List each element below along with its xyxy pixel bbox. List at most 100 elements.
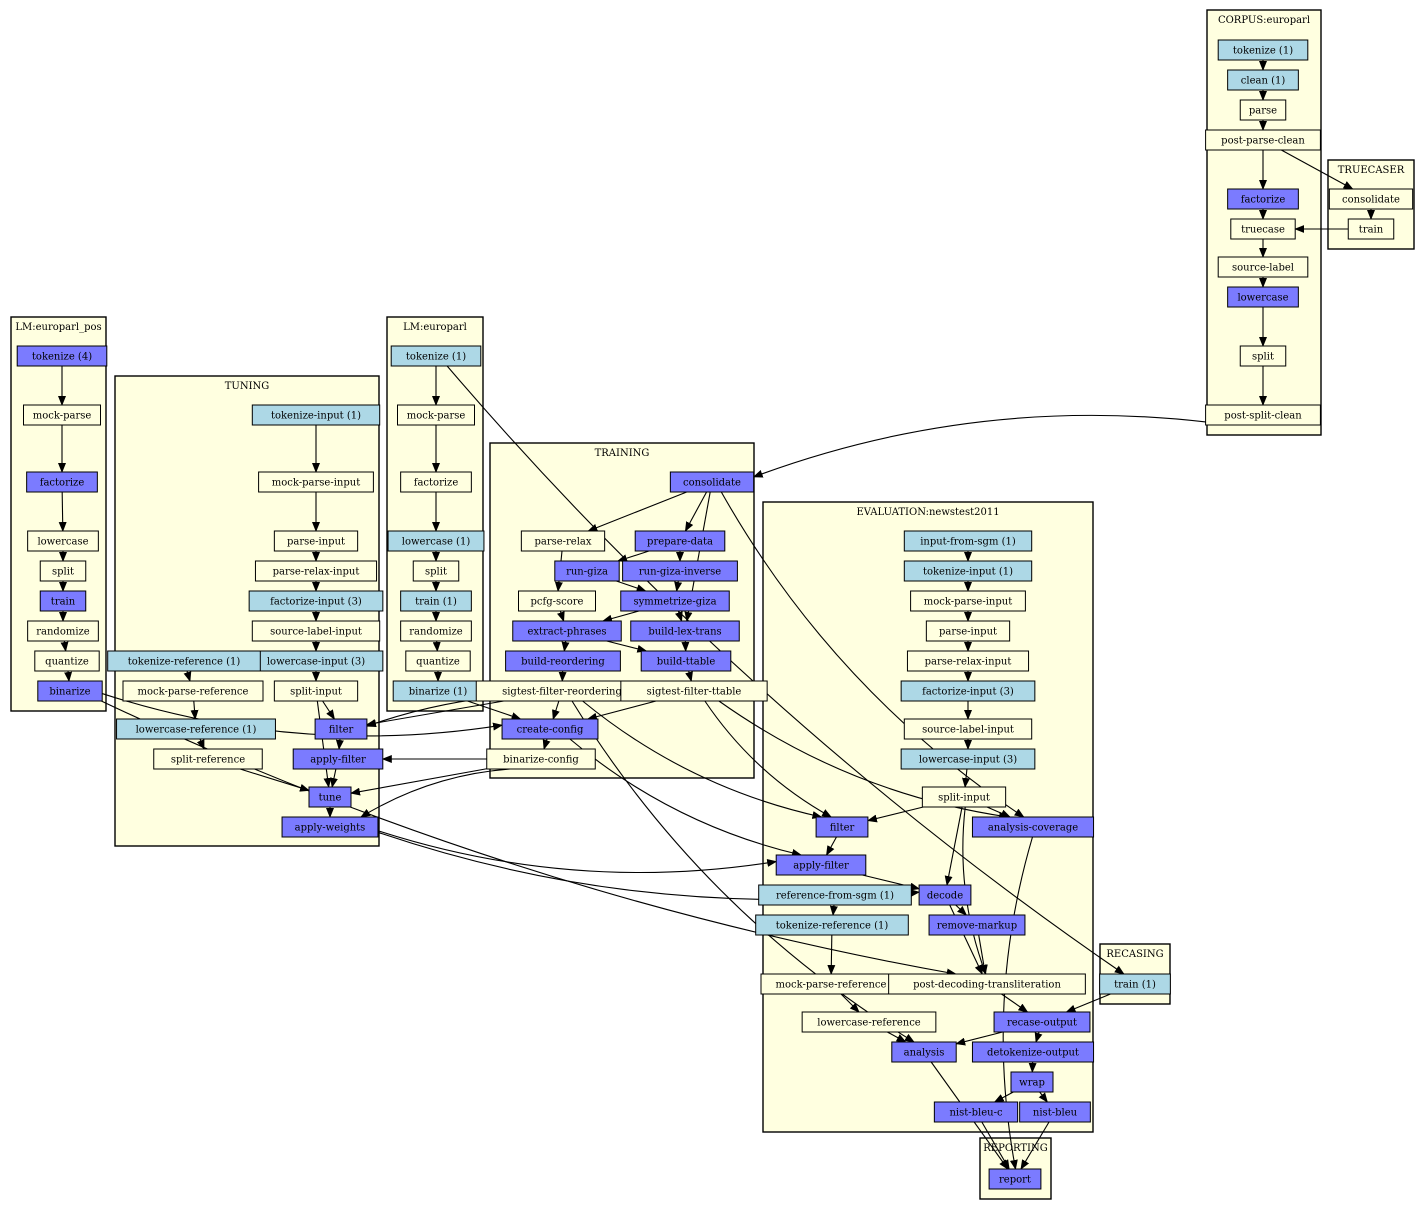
- node-u-srcin[interactable]: source-label-input: [251, 620, 381, 642]
- node-l-split[interactable]: split: [412, 560, 460, 582]
- edge-e-splitin-to-e-filter: [866, 806, 924, 823]
- node-t-train[interactable]: train: [1347, 218, 1395, 240]
- node-r-pcfg[interactable]: pcfg-score: [518, 590, 596, 612]
- node-e-mockref[interactable]: mock-parse-reference: [760, 973, 902, 995]
- node-u-factin[interactable]: factorize-input (3): [248, 590, 384, 612]
- node-e-detok[interactable]: detokenize-output: [971, 1041, 1095, 1063]
- node-p-fact[interactable]: factorize: [26, 471, 98, 493]
- node-c-ppc[interactable]: post-parse-clean: [1205, 129, 1321, 151]
- node-e-nistc[interactable]: nist-bleu-c: [933, 1101, 1019, 1123]
- node-u-splitref[interactable]: split-reference: [153, 748, 263, 770]
- edge-line: [720, 491, 1025, 818]
- node-p-train[interactable]: train: [39, 590, 87, 612]
- node-l-bin[interactable]: binarize (1): [392, 680, 484, 702]
- node-u-mockin[interactable]: mock-parse-input: [258, 471, 374, 493]
- node-box: [273, 680, 359, 702]
- edge-r-cons-to-e-cov: [720, 491, 1025, 818]
- node-label: mock-parse-reference: [776, 980, 887, 991]
- node-u-prin[interactable]: parse-relax-input: [254, 560, 378, 582]
- node-r-sft[interactable]: sigtest-filter-ttable: [620, 680, 768, 702]
- node-p-split[interactable]: split: [39, 560, 87, 582]
- node-t-cons[interactable]: consolidate: [1328, 188, 1414, 210]
- node-p-quant[interactable]: quantize: [34, 650, 100, 672]
- node-l-mock[interactable]: mock-parse: [397, 404, 475, 426]
- node-l-train[interactable]: train (1): [400, 590, 472, 612]
- node-u-applyw[interactable]: apply-weights: [281, 816, 379, 838]
- node-l-lower[interactable]: lowercase (1): [387, 530, 485, 552]
- edge-u-lowref-to-u-splitref: [196, 738, 205, 750]
- node-e-factin[interactable]: factorize-input (3): [900, 680, 1036, 702]
- node-r-gizainv[interactable]: run-giza-inverse: [622, 560, 738, 582]
- node-label: build-lex-trans: [648, 627, 721, 638]
- node-r-reord[interactable]: build-reordering: [505, 650, 621, 672]
- node-e-nist[interactable]: nist-bleu: [1019, 1101, 1091, 1123]
- node-u-tune[interactable]: tune: [308, 786, 352, 808]
- node-u-tokref[interactable]: tokenize-reference (1): [107, 650, 261, 672]
- node-u-mockref[interactable]: mock-parse-reference: [122, 680, 264, 702]
- node-r-ttable[interactable]: build-ttable: [640, 650, 732, 672]
- node-e-prin[interactable]: parse-relax-input: [906, 650, 1030, 672]
- node-label: train: [51, 597, 76, 608]
- node-e-refsgm[interactable]: reference-from-sgm (1): [758, 884, 912, 906]
- node-c-tok[interactable]: tokenize (1): [1217, 39, 1309, 61]
- node-box: [486, 748, 596, 770]
- node-r-lex[interactable]: build-lex-trans: [630, 620, 740, 642]
- node-l-fact[interactable]: factorize: [400, 471, 472, 493]
- node-e-lowref[interactable]: lowercase-reference: [801, 1011, 937, 1033]
- node-u-splitin[interactable]: split-input: [273, 680, 359, 702]
- node-e-filter[interactable]: filter: [815, 816, 869, 838]
- node-rp-report[interactable]: report: [988, 1168, 1042, 1190]
- node-e-recase[interactable]: recase-output: [993, 1011, 1091, 1033]
- node-l-tok[interactable]: tokenize (1): [390, 345, 482, 367]
- node-c-psc[interactable]: post-split-clean: [1205, 404, 1321, 426]
- node-c-true[interactable]: truecase: [1230, 218, 1296, 240]
- node-e-srcin[interactable]: source-label-input: [903, 718, 1033, 740]
- node-e-lowin[interactable]: lowercase-input (3): [900, 748, 1036, 770]
- node-e-applyf[interactable]: apply-filter: [775, 854, 867, 876]
- node-p-rand[interactable]: randomize: [27, 620, 99, 642]
- node-r-prep[interactable]: prepare-data: [634, 530, 726, 552]
- node-label: parse-input: [939, 627, 997, 638]
- node-l-quant[interactable]: quantize: [405, 650, 471, 672]
- node-u-tokin[interactable]: tokenize-input (1): [251, 404, 381, 426]
- edge-e-lowref-to-e-analysis: [887, 1031, 907, 1043]
- node-e-pdt[interactable]: post-decoding-transliteration: [888, 973, 1086, 995]
- node-e-wrap[interactable]: wrap: [1010, 1071, 1054, 1093]
- node-c-lower[interactable]: lowercase: [1227, 286, 1299, 308]
- node-u-applyf[interactable]: apply-filter: [292, 748, 384, 770]
- node-r-binconf[interactable]: binarize-config: [486, 748, 596, 770]
- node-r-config[interactable]: create-config: [501, 718, 599, 740]
- node-c-fact[interactable]: factorize: [1227, 188, 1299, 210]
- node-e-splitin[interactable]: split-input: [921, 786, 1007, 808]
- node-e-analysis[interactable]: analysis: [891, 1041, 957, 1063]
- node-r-cons[interactable]: consolidate: [669, 471, 755, 493]
- node-p-lower[interactable]: lowercase: [27, 530, 99, 552]
- node-p-mock[interactable]: mock-parse: [23, 404, 101, 426]
- node-c-split[interactable]: split: [1239, 345, 1287, 367]
- node-e-rmk[interactable]: remove-markup: [928, 914, 1026, 936]
- edge-line: [840, 993, 860, 1013]
- node-r-giza[interactable]: run-giza: [554, 560, 620, 582]
- node-r-prelax[interactable]: parse-relax: [520, 530, 606, 552]
- node-p-bin[interactable]: binarize: [37, 680, 103, 702]
- node-rc-train[interactable]: train (1): [1099, 973, 1171, 995]
- node-l-rand[interactable]: randomize: [400, 620, 472, 642]
- node-e-tokref[interactable]: tokenize-reference (1): [755, 914, 909, 936]
- node-u-parsein[interactable]: parse-input: [273, 530, 359, 552]
- node-u-lowin[interactable]: lowercase-input (3): [248, 650, 384, 672]
- node-r-sym[interactable]: symmetrize-giza: [620, 590, 730, 612]
- node-e-mockin[interactable]: mock-parse-input: [910, 590, 1026, 612]
- node-r-extract[interactable]: extract-phrases: [512, 620, 622, 642]
- node-e-parsein[interactable]: parse-input: [925, 620, 1011, 642]
- node-e-tokin[interactable]: tokenize-input (1): [903, 560, 1033, 582]
- node-c-clean[interactable]: clean (1): [1227, 69, 1299, 91]
- node-e-sgm[interactable]: input-from-sgm (1): [903, 530, 1033, 552]
- edge-line: [675, 610, 683, 622]
- node-u-lowref[interactable]: lowercase-reference (1): [116, 718, 276, 740]
- node-e-cov[interactable]: analysis-coverage: [971, 816, 1095, 838]
- node-p-tok[interactable]: tokenize (4): [16, 345, 108, 367]
- node-u-filter[interactable]: filter: [314, 718, 368, 740]
- node-c-srcl[interactable]: source-label: [1217, 256, 1309, 278]
- node-e-decode[interactable]: decode: [918, 884, 972, 906]
- node-c-parse[interactable]: parse: [1239, 99, 1287, 121]
